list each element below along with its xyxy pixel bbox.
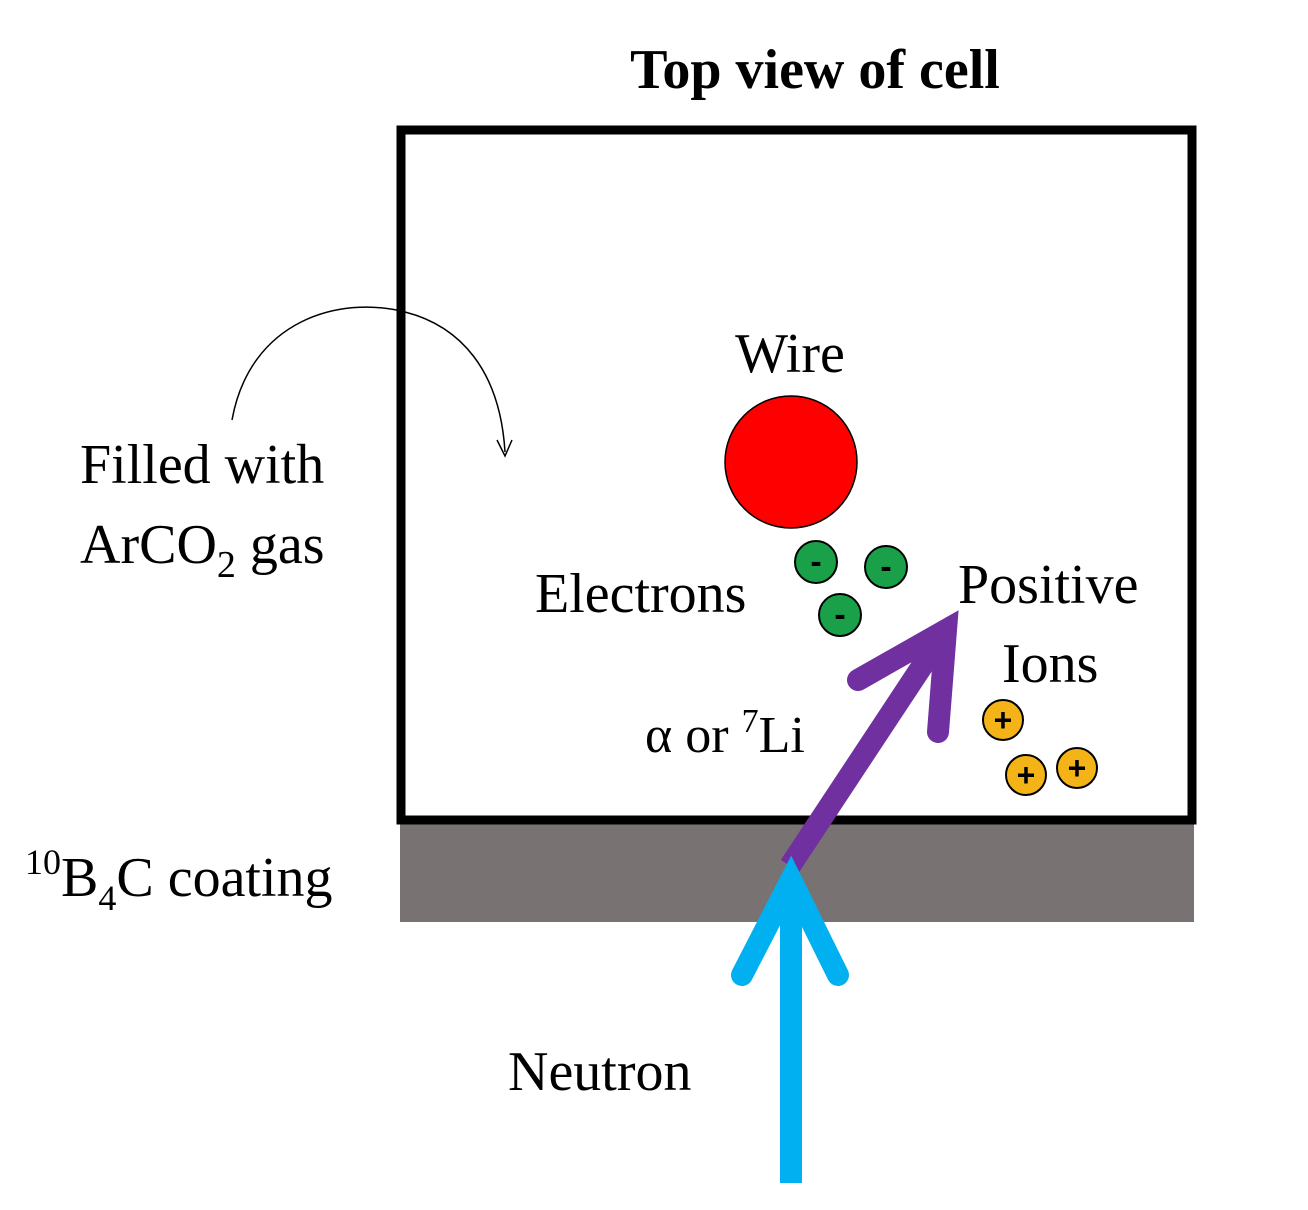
particle-label: α or 7Li	[645, 703, 805, 764]
electron-3-sign: -	[834, 596, 845, 634]
cell-box	[396, 125, 1197, 825]
positive-label: Positive	[958, 554, 1138, 616]
wire-label: Wire	[735, 323, 845, 385]
particle-suffix: Li	[759, 707, 805, 764]
coating-label: 10B4C coating	[25, 842, 333, 918]
fill-indicator-arrowhead	[496, 439, 513, 458]
positive-ion-2-sign: +	[1017, 757, 1036, 793]
fill-indicator-arrow	[231, 306, 506, 453]
electron-3: -	[818, 593, 862, 637]
electrons-label: Electrons	[535, 563, 746, 625]
arco2-prefix: ArCO	[80, 514, 217, 576]
coating-superscript: 10	[25, 842, 61, 882]
arco2-subscript: 2	[217, 544, 236, 586]
filled-with-label: Filled with	[80, 434, 324, 496]
arco2-suffix: gas	[236, 514, 325, 576]
electron-2: -	[864, 545, 908, 589]
coating-suffix: C coating	[116, 847, 332, 909]
positive-ion-1: +	[982, 699, 1024, 741]
neutron-label: Neutron	[508, 1041, 692, 1103]
coating-b: B	[61, 847, 98, 909]
positive-ion-1-sign: +	[994, 702, 1013, 738]
particle-prefix: α or	[645, 707, 742, 764]
wire-circle	[724, 395, 858, 529]
coating-subscript: 4	[98, 878, 116, 918]
arco2-gas-label: ArCO2 gas	[80, 514, 325, 586]
alpha-arrow	[780, 610, 959, 873]
positive-ion-3: +	[1056, 747, 1098, 789]
electron-1: -	[794, 540, 838, 584]
electron-1-sign: -	[810, 543, 821, 581]
ions-label: Ions	[1002, 633, 1098, 695]
positive-ion-2: +	[1005, 754, 1047, 796]
neutron-arrow	[731, 855, 849, 1183]
positive-ion-3-sign: +	[1068, 750, 1087, 786]
diagram-title: Top view of cell	[630, 39, 1000, 101]
particle-superscript: 7	[742, 703, 759, 740]
electron-2-sign: -	[880, 548, 891, 586]
